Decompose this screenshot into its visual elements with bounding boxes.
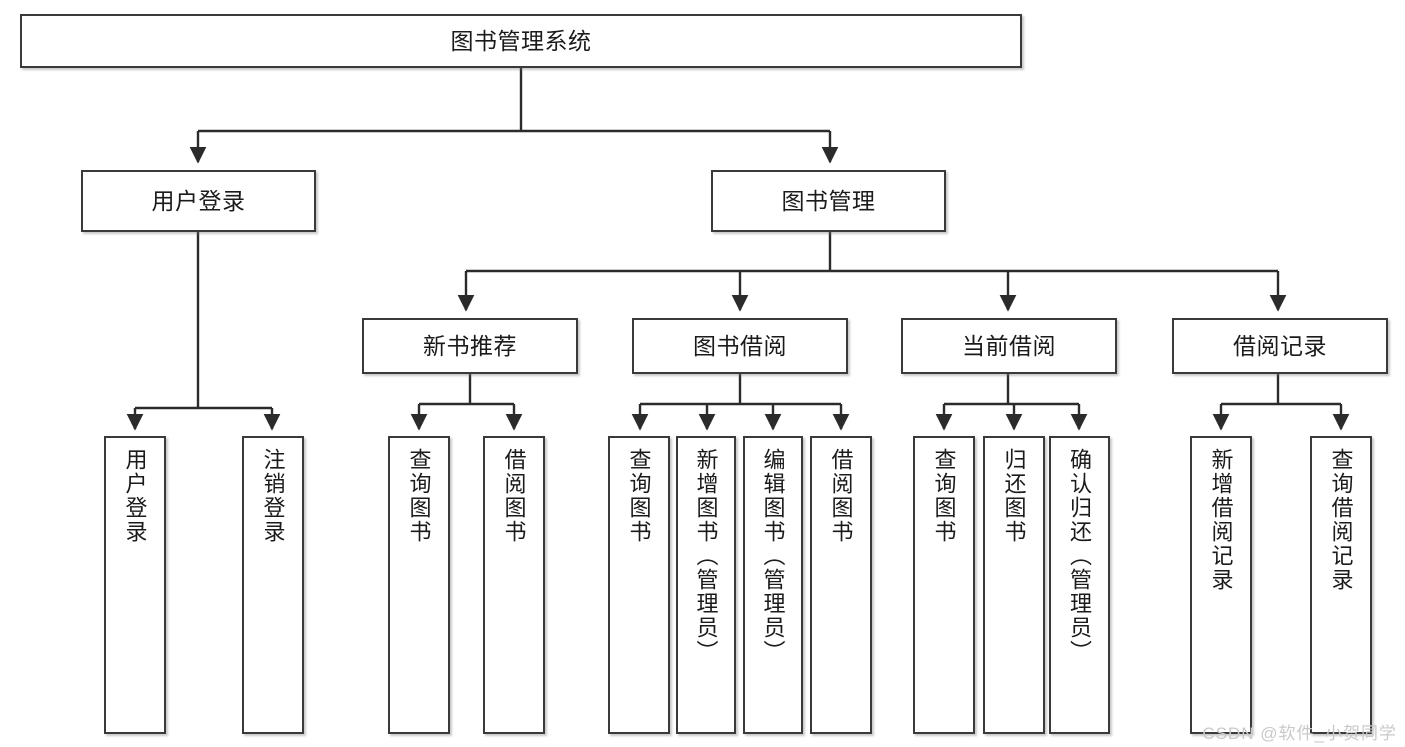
node-current-borrow-label: 当前借阅	[962, 332, 1056, 359]
leaf-book-borrow-edit-label: 编辑图书（管理员）	[760, 448, 786, 664]
node-book-borrow[interactable]: 图书借阅	[632, 318, 848, 374]
leaf-new-book-query-label: 查询图书	[406, 448, 432, 544]
node-root[interactable]: 图书管理系统	[20, 14, 1022, 68]
leaf-user-login-login-label: 用户登录	[122, 448, 148, 544]
node-user-login-label: 用户登录	[151, 187, 246, 214]
leaf-book-borrow-add[interactable]: 新增图书（管理员）	[676, 436, 736, 734]
leaf-borrow-record-query-label: 查询借阅记录	[1328, 448, 1354, 592]
leaf-user-login-logout-label: 注销登录	[260, 448, 286, 544]
node-borrow-record[interactable]: 借阅记录	[1172, 318, 1388, 374]
node-book-management-label: 图书管理	[781, 187, 876, 214]
node-new-book-recommend[interactable]: 新书推荐	[362, 318, 578, 374]
node-root-label: 图书管理系统	[450, 27, 592, 54]
leaf-new-book-borrow[interactable]: 借阅图书	[483, 436, 545, 734]
leaf-current-borrow-query[interactable]: 查询图书	[913, 436, 975, 734]
leaf-book-borrow-query[interactable]: 查询图书	[608, 436, 670, 734]
leaf-borrow-record-add-label: 新增借阅记录	[1208, 448, 1234, 592]
leaf-book-borrow-borrow[interactable]: 借阅图书	[810, 436, 872, 734]
watermark: CSDN @软件_小贺同学	[1202, 724, 1397, 743]
leaf-book-borrow-borrow-label: 借阅图书	[828, 448, 854, 544]
node-borrow-record-label: 借阅记录	[1233, 332, 1327, 359]
leaf-current-borrow-return[interactable]: 归还图书	[983, 436, 1045, 734]
leaf-new-book-query[interactable]: 查询图书	[388, 436, 450, 734]
leaf-current-borrow-confirm-return[interactable]: 确认归还（管理员）	[1049, 436, 1110, 734]
leaf-current-borrow-return-label: 归还图书	[1001, 448, 1027, 544]
node-book-management[interactable]: 图书管理	[711, 170, 946, 232]
leaf-borrow-record-query[interactable]: 查询借阅记录	[1310, 436, 1372, 734]
node-current-borrow[interactable]: 当前借阅	[901, 318, 1117, 374]
leaf-book-borrow-query-label: 查询图书	[626, 448, 652, 544]
node-book-borrow-label: 图书借阅	[693, 332, 787, 359]
node-user-login[interactable]: 用户登录	[81, 170, 316, 232]
leaf-current-borrow-query-label: 查询图书	[931, 448, 957, 544]
leaf-borrow-record-add[interactable]: 新增借阅记录	[1190, 436, 1252, 734]
leaf-book-borrow-edit[interactable]: 编辑图书（管理员）	[743, 436, 803, 734]
leaf-user-login-logout[interactable]: 注销登录	[242, 436, 304, 734]
leaf-user-login-login[interactable]: 用户登录	[104, 436, 166, 734]
leaf-current-borrow-confirm-return-label: 确认归还（管理员）	[1067, 448, 1093, 664]
leaf-new-book-borrow-label: 借阅图书	[501, 448, 527, 544]
node-new-book-recommend-label: 新书推荐	[423, 332, 517, 359]
leaf-book-borrow-add-label: 新增图书（管理员）	[693, 448, 719, 664]
